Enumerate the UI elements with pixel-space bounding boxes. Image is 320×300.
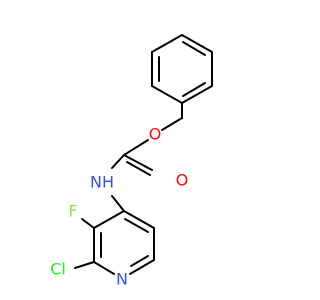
bond: [93, 210, 125, 229]
bond: [123, 139, 149, 156]
molecule-diagram: O O NH F Cl N: [50, 34, 213, 289]
molecule-structure: O O NH F Cl N: [50, 34, 213, 289]
double-bond-inner: [124, 218, 149, 233]
atom-label-ring-nitrogen: N: [116, 270, 128, 289]
atom-label-ester-oxygen: O: [149, 125, 162, 144]
bond: [181, 34, 213, 53]
bond: [111, 195, 125, 212]
bond: [126, 161, 151, 176]
bond: [111, 154, 125, 169]
bond: [123, 210, 155, 229]
double-bond-inner: [182, 82, 206, 97]
bond: [123, 154, 153, 171]
atom-label-chlorine: Cl: [50, 260, 66, 279]
double-bond-inner: [182, 41, 206, 56]
bond: [161, 117, 183, 131]
atom-label-carbonyl-oxygen: O: [176, 171, 189, 190]
atom-label-amide-nitrogen: NH: [90, 173, 114, 192]
bond: [129, 259, 155, 275]
bond: [74, 261, 95, 269]
bond: [151, 85, 183, 104]
bond: [151, 34, 183, 53]
atom-label-fluorine: F: [68, 202, 77, 221]
double-bond-inner: [130, 255, 149, 267]
bond: [81, 218, 95, 229]
bond: [181, 85, 213, 104]
bond: [93, 261, 115, 275]
benzene-ring: [151, 34, 213, 104]
pyridine-ring: [93, 210, 155, 275]
